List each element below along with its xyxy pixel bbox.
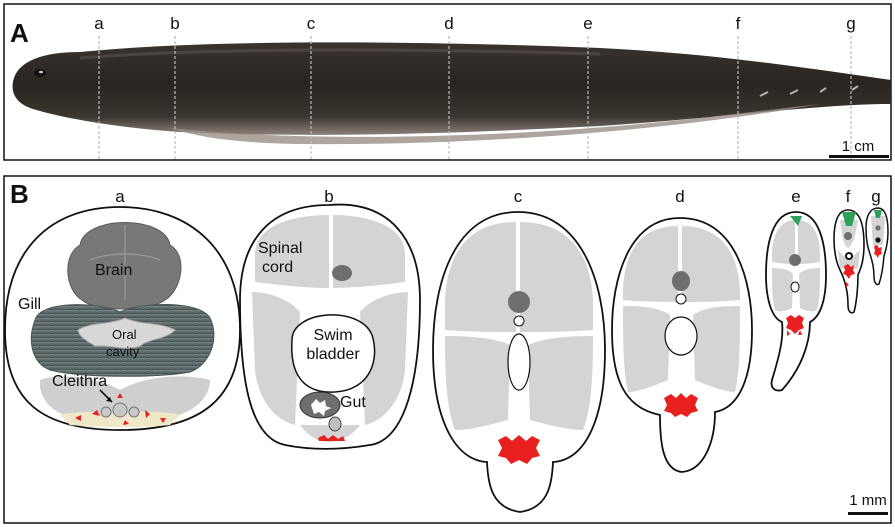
- gut-secondary: [329, 417, 341, 431]
- spinal-cord: [332, 265, 352, 281]
- cross-section-a: Brain Gill Oral cavity Cleithra: [5, 207, 240, 430]
- panel-a-label: A: [10, 18, 29, 48]
- notochord-c: [514, 316, 524, 326]
- spinal-cord-c: [508, 291, 530, 313]
- section-label-a: a: [94, 14, 104, 33]
- section-label-f: f: [736, 14, 741, 33]
- cross-section-label-e: e: [791, 187, 800, 206]
- scale-bar-label-b: 1 mm: [849, 492, 887, 509]
- cross-section-label-a: a: [115, 187, 125, 206]
- cross-section-label-c: c: [514, 187, 523, 206]
- cross-section-label-g: g: [871, 187, 880, 206]
- notochord-d: [676, 294, 686, 304]
- label-oral-2: cavity: [106, 344, 140, 359]
- spinal-cord-f: [844, 232, 852, 240]
- label-brain: Brain: [95, 262, 132, 279]
- muscle-block: [799, 268, 820, 311]
- section-label-g: g: [846, 14, 855, 33]
- section-label-d: d: [444, 14, 453, 33]
- cross-section-label-d: d: [675, 187, 684, 206]
- spinal-cord-e: [789, 254, 801, 266]
- label-gill: Gill: [18, 296, 41, 313]
- swim-bladder-g: [875, 237, 880, 242]
- swim-bladder-e: [791, 282, 799, 292]
- label-spinal-1: Spinal: [258, 240, 302, 257]
- panel-a: A a b c d: [4, 4, 891, 160]
- spinal-cord-g: [875, 225, 880, 230]
- section-label-e: e: [583, 14, 592, 33]
- label-swim-1: Swim: [313, 327, 352, 344]
- muscle-block: [693, 306, 740, 392]
- scale-bar-a: [829, 155, 889, 158]
- swim-bladder-c: [508, 334, 530, 390]
- muscle-block: [772, 268, 793, 311]
- fish-eye-highlight: [39, 71, 43, 74]
- section-label-c: c: [307, 14, 316, 33]
- cleithra-bone: [101, 407, 111, 417]
- muscle-block: [528, 336, 593, 430]
- panel-b: B a b c d e f g: [4, 176, 891, 523]
- label-oral-1: Oral: [112, 327, 137, 342]
- label-cleithra: Cleithra: [52, 373, 107, 390]
- label-swim-2: bladder: [306, 346, 360, 363]
- label-spinal-2: cord: [262, 259, 293, 276]
- cross-section-b: Spinal cord Swim bladder Gut: [240, 205, 420, 449]
- muscle-block: [623, 306, 670, 392]
- cross-section-label-b: b: [324, 187, 333, 206]
- scale-bar-label-a: 1 cm: [842, 138, 875, 155]
- scale-bar-b: [848, 512, 888, 515]
- muscle-block: [445, 336, 510, 430]
- cleithra-bone: [129, 407, 139, 417]
- cleithra-bone: [113, 403, 127, 417]
- spinal-cord-d: [672, 271, 690, 291]
- cross-section-label-f: f: [846, 187, 851, 206]
- panel-b-label: B: [10, 179, 29, 209]
- label-gut: Gut: [340, 394, 366, 411]
- section-label-b: b: [170, 14, 179, 33]
- swim-bladder-d: [665, 317, 697, 355]
- swim-bladder-f-inner: [847, 254, 851, 258]
